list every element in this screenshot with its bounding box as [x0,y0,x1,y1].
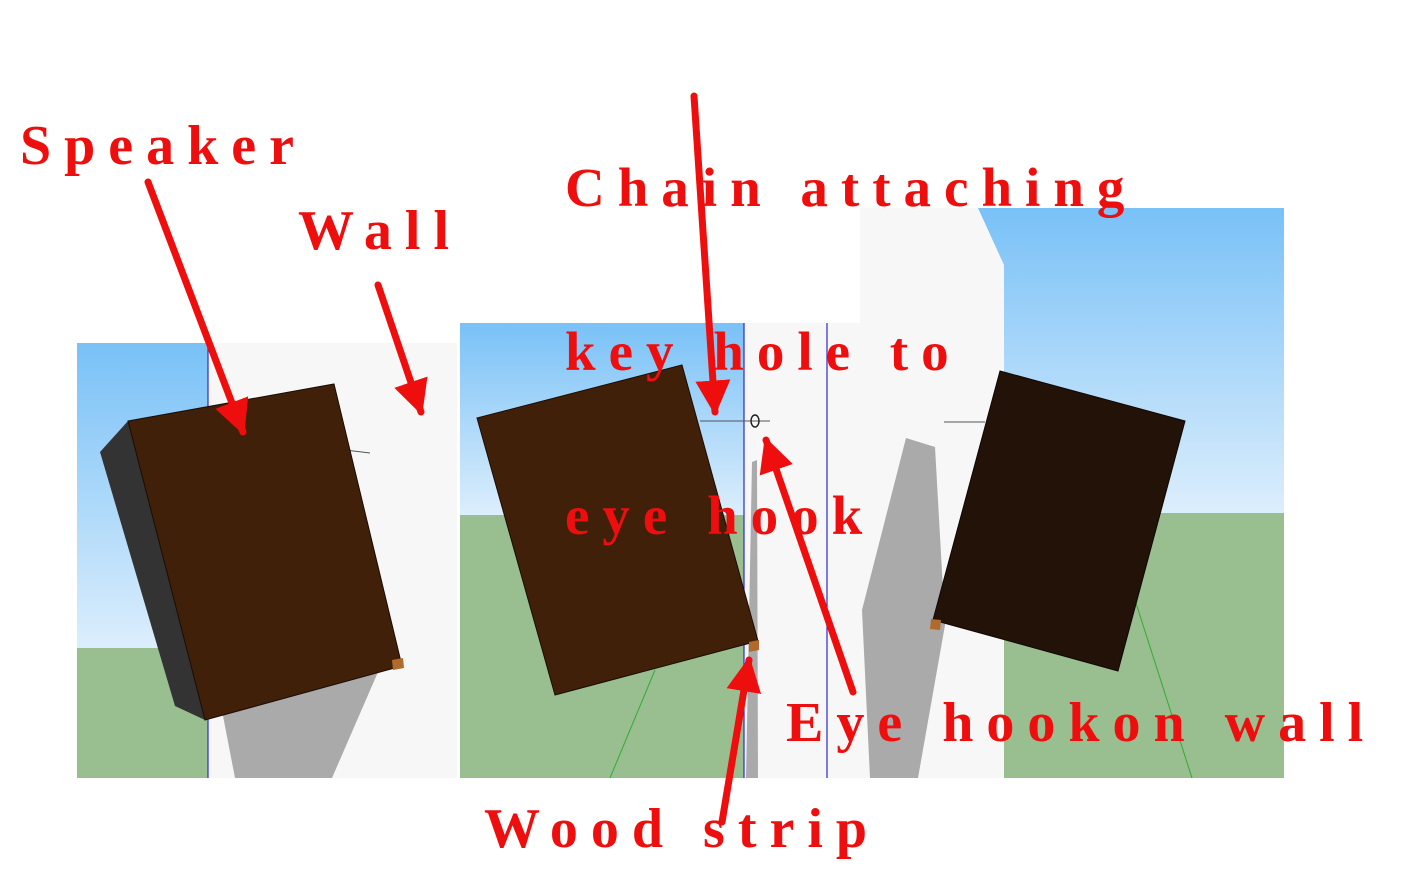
speaker-arrow [144,178,249,436]
panel-1-side-view [77,343,457,778]
label-chain-line-3: eye hook [565,485,876,546]
label-chain-line-1: Chain attaching [565,157,1138,218]
eye-hook-arrow [759,436,857,696]
label-speaker: Speaker [20,115,307,177]
wood-strip-arrow [718,656,762,826]
wood-strip-2 [749,640,759,652]
ground-axis-line [609,669,656,778]
panel-3-side-view [860,208,1284,778]
label-eye-hook: Eye hookon wall [786,692,1377,754]
chain-arrow [690,92,731,416]
label-chain-line-2: key hole to [565,321,962,382]
label-wall: Wall [298,200,463,262]
ground-axis-line [1134,599,1193,778]
speaker-shadow [862,438,945,778]
panel-2-side-view [460,323,860,778]
annotation-arrows [144,92,857,826]
label-wood-strip: Wood strip [484,798,881,860]
speaker-side-face [100,421,205,720]
eye-hook [750,414,760,428]
speaker-front-face [932,370,1186,672]
wall-arrow [374,281,428,416]
wood-strip-1 [392,658,404,670]
label-chain: Chain attaching key hole to eye hook [565,50,1137,652]
wood-strip-3 [930,619,941,630]
